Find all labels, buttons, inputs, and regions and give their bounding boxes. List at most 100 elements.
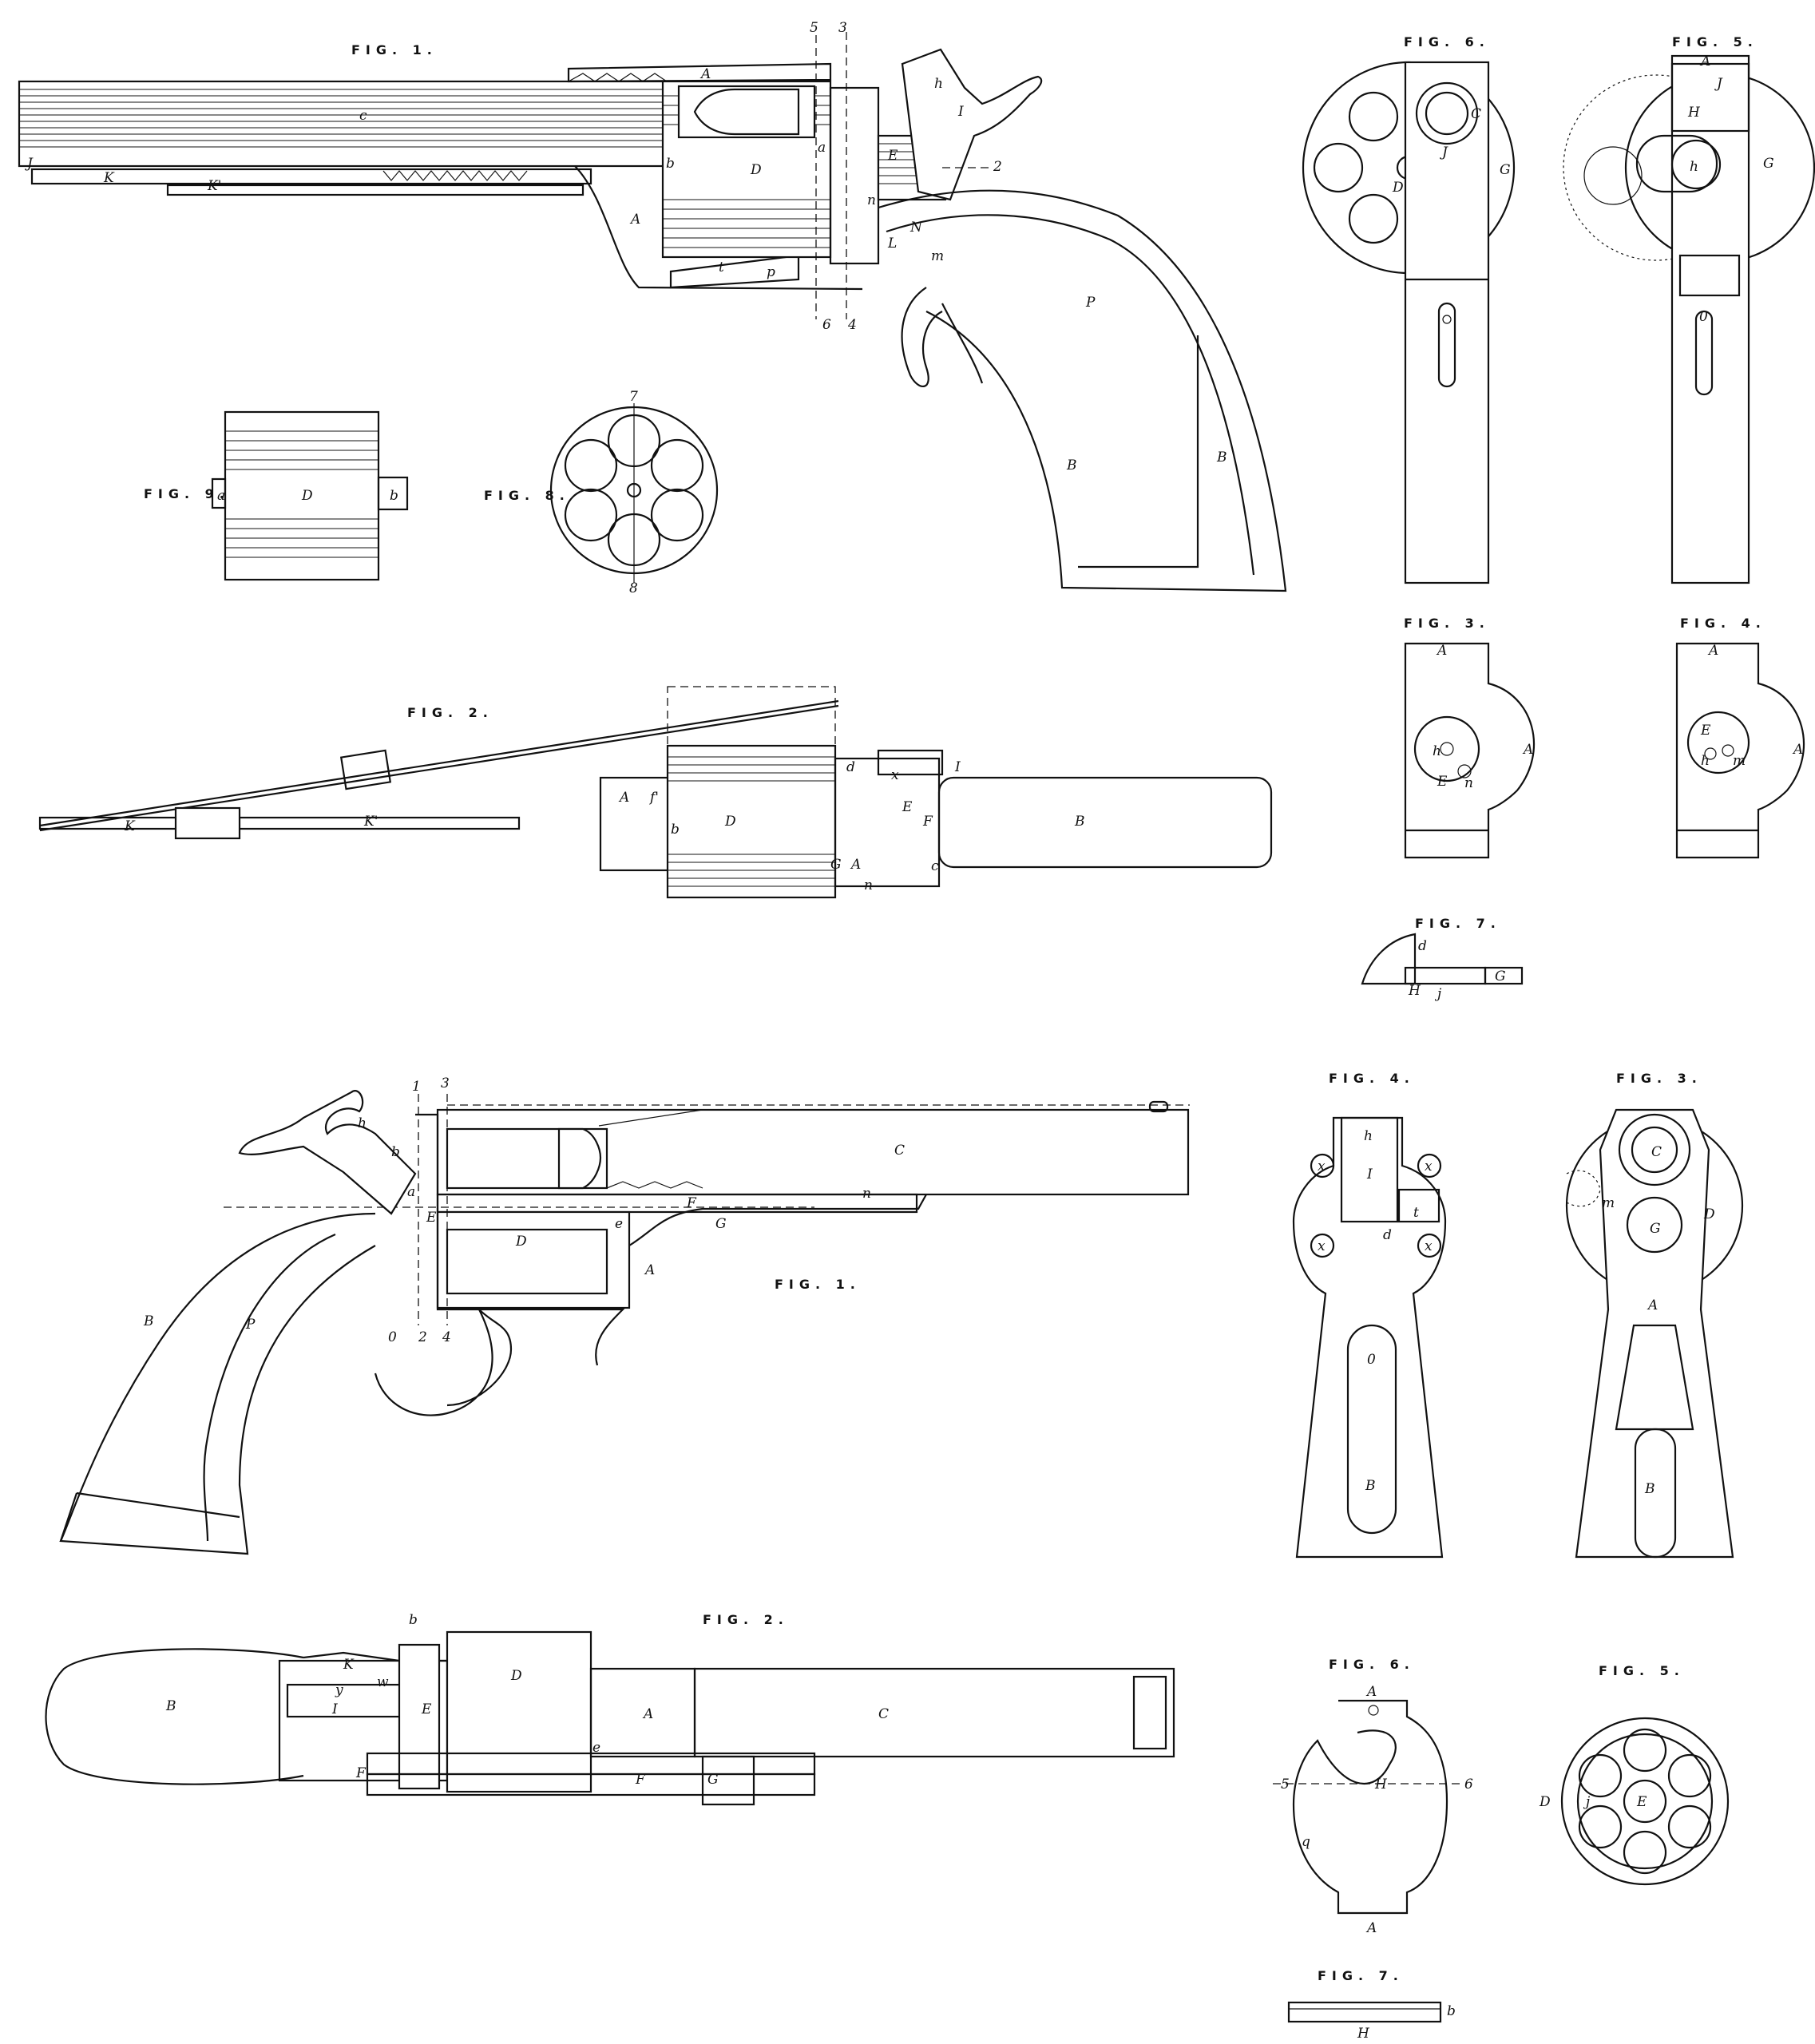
top-fig2-letter-F: F bbox=[922, 814, 933, 830]
bottom-fig4-letter-0: 0 bbox=[1367, 1352, 1376, 1368]
top-fig1-number-4: 4 bbox=[847, 317, 857, 333]
top-fig1-letter-L: L bbox=[887, 236, 897, 252]
top-fig8-number-8: 8 bbox=[629, 580, 638, 596]
top-fig1-letter-c: c bbox=[359, 108, 367, 124]
bottom-fig1-letter-E: E bbox=[426, 1210, 437, 1226]
top-fig9-label: FIG. 9. bbox=[144, 486, 230, 501]
top-fig2-letter-c: c bbox=[931, 858, 939, 874]
top-fig3-label: FIG. 3. bbox=[1404, 616, 1490, 631]
bottom-fig3-letter-A: A bbox=[1647, 1297, 1658, 1313]
top-fig1-letter-K-prime: K' bbox=[207, 178, 221, 194]
top-fig1-letter-m: m bbox=[931, 248, 944, 264]
top-fig2-letter-E: E bbox=[902, 799, 913, 815]
top-fig2-label: FIG. 2. bbox=[407, 705, 493, 720]
bottom-fig2-letter-A: A bbox=[642, 1706, 653, 1722]
bottom-fig6-label: FIG. 6. bbox=[1329, 1657, 1415, 1672]
bottom-fig2-letter-I: I bbox=[331, 1701, 338, 1717]
top-fig5-letter-A: A bbox=[1699, 53, 1710, 69]
top-fig3-letter-A: A bbox=[1436, 643, 1447, 659]
top-fig4-letter-A: A bbox=[1707, 643, 1718, 659]
top-fig4-letter-A2: A bbox=[1792, 742, 1803, 758]
top-fig2-letter-D: D bbox=[724, 814, 736, 830]
bottom-fig2-letter-F: F bbox=[355, 1765, 367, 1781]
bottom-fig6-section: FIG. 6. A A H q 5 6 bbox=[1273, 1657, 1473, 1936]
bottom-fig1-number-1: 1 bbox=[412, 1079, 421, 1095]
top-fig1-letter-B2: B bbox=[1216, 450, 1227, 465]
top-fig1-number-2: 2 bbox=[993, 159, 1002, 175]
top-fig1-letter-b: b bbox=[666, 156, 675, 172]
bottom-fig1-number-3: 3 bbox=[441, 1075, 450, 1091]
bottom-fig2-letter-w: w bbox=[377, 1674, 389, 1690]
top-fig1-letter-h: h bbox=[934, 76, 943, 92]
bottom-fig2-label: FIG. 2. bbox=[703, 1612, 789, 1627]
bottom-fig4-letter-x3: x bbox=[1318, 1238, 1326, 1254]
bottom-fig3-letter-m: m bbox=[1602, 1195, 1615, 1211]
bottom-fig3-letter-D: D bbox=[1703, 1206, 1715, 1222]
bottom-fig5-letter-D: D bbox=[1539, 1794, 1551, 1810]
top-fig1-letter-A2: A bbox=[629, 212, 640, 228]
bottom-fig2-letter-G: G bbox=[707, 1772, 719, 1788]
bottom-fig5-cylinder-end: FIG. 5. E D j bbox=[1539, 1663, 1730, 1886]
bottom-fig4-letter-t: t bbox=[1413, 1205, 1419, 1221]
top-fig2-letter-I: I bbox=[954, 759, 961, 775]
top-fig6-rear-view: FIG. 6. C J D G bbox=[1302, 34, 1516, 584]
top-fig7-detail: FIG. 7. d H j G bbox=[1361, 916, 1524, 1002]
top-fig7-letter-j: j bbox=[1434, 986, 1442, 1002]
top-fig4-label: FIG. 4. bbox=[1680, 616, 1766, 631]
bottom-fig4-letter-x4: x bbox=[1425, 1238, 1433, 1254]
bottom-fig4-letter-x2: x bbox=[1425, 1159, 1433, 1175]
top-fig5-letter-H: H bbox=[1687, 105, 1701, 121]
bottom-fig1-letter-a: a bbox=[407, 1184, 415, 1200]
bottom-fig2-letter-F2: F bbox=[635, 1772, 646, 1788]
top-fig1-letter-n: n bbox=[867, 192, 876, 208]
bottom-fig1-letter-F: F bbox=[686, 1195, 697, 1211]
top-fig1-letter-I: I bbox=[957, 104, 964, 120]
bottom-fig1-letter-b: b bbox=[391, 1144, 400, 1160]
top-fig7-label: FIG. 7. bbox=[1415, 916, 1501, 931]
top-fig9-letter-D: D bbox=[301, 488, 313, 504]
top-fig3-letter-E: E bbox=[1437, 774, 1448, 790]
bottom-fig1-number-2: 2 bbox=[418, 1329, 427, 1345]
top-fig1-revolver-side: FIG. 1. bbox=[18, 20, 1287, 592]
top-fig3-section: FIG. 3. A A h E n bbox=[1404, 616, 1536, 859]
top-fig2-letter-K: K bbox=[124, 818, 136, 834]
top-fig1-number-5: 5 bbox=[810, 20, 818, 36]
top-fig4-letter-m: m bbox=[1733, 753, 1746, 769]
bottom-fig1-letter-A: A bbox=[644, 1262, 655, 1278]
bottom-fig3-letter-G: G bbox=[1650, 1221, 1661, 1237]
bottom-fig2-letter-b: b bbox=[409, 1612, 418, 1628]
top-fig2-letter-K-prime: K' bbox=[363, 814, 378, 830]
top-fig1-label: FIG. 1. bbox=[351, 42, 438, 57]
top-fig1-letter-t: t bbox=[719, 259, 724, 275]
bottom-fig6-letter-H: H bbox=[1374, 1777, 1388, 1792]
top-fig8-cylinder-end: FIG. 8. 7 8 bbox=[484, 389, 719, 596]
top-fig6-letter-C: C bbox=[1471, 106, 1481, 122]
top-fig1-letter-P: P bbox=[1085, 295, 1096, 311]
top-fig5-letter-0: 0 bbox=[1699, 309, 1708, 325]
top-fig1-number-6: 6 bbox=[822, 317, 831, 333]
top-fig7-letter-H: H bbox=[1408, 983, 1421, 999]
bottom-fig7-label: FIG. 7. bbox=[1318, 1968, 1404, 1983]
top-fig1-letter-p: p bbox=[767, 264, 775, 280]
bottom-fig1-letter-D: D bbox=[515, 1234, 527, 1250]
top-fig8-label: FIG. 8. bbox=[484, 488, 570, 503]
bottom-fig1-letter-n: n bbox=[862, 1186, 871, 1202]
top-fig5-rear-section: FIG. 5. A J H h G 0 bbox=[1563, 34, 1815, 584]
bottom-fig5-label: FIG. 5. bbox=[1599, 1663, 1685, 1678]
top-fig6-letter-G: G bbox=[1500, 162, 1511, 178]
bottom-fig4-letter-I: I bbox=[1366, 1167, 1373, 1182]
bottom-fig6-letter-A: A bbox=[1365, 1684, 1377, 1700]
top-fig1-number-3: 3 bbox=[838, 20, 847, 36]
bottom-fig7-letter-b: b bbox=[1447, 2003, 1456, 2019]
bottom-fig1-revolver-side: FIG. 1. 1 3 h b a E C n F G e D bbox=[59, 1075, 1190, 1555]
bottom-fig1-letter-P: P bbox=[245, 1317, 256, 1333]
bottom-fig6-letter-q: q bbox=[1302, 1834, 1310, 1850]
top-fig4-letter-E: E bbox=[1700, 723, 1711, 739]
bottom-fig6-number-5: 5 bbox=[1281, 1777, 1290, 1792]
bottom-fig6-number-6: 6 bbox=[1464, 1777, 1473, 1792]
top-fig2-letter-f-prime: f' bbox=[648, 790, 659, 806]
top-fig5-letter-J: J bbox=[1714, 76, 1723, 92]
bottom-fig5-letter-j: j bbox=[1583, 1794, 1591, 1810]
bottom-fig3-label: FIG. 3. bbox=[1616, 1071, 1702, 1086]
bottom-fig1-letter-h: h bbox=[358, 1115, 367, 1131]
